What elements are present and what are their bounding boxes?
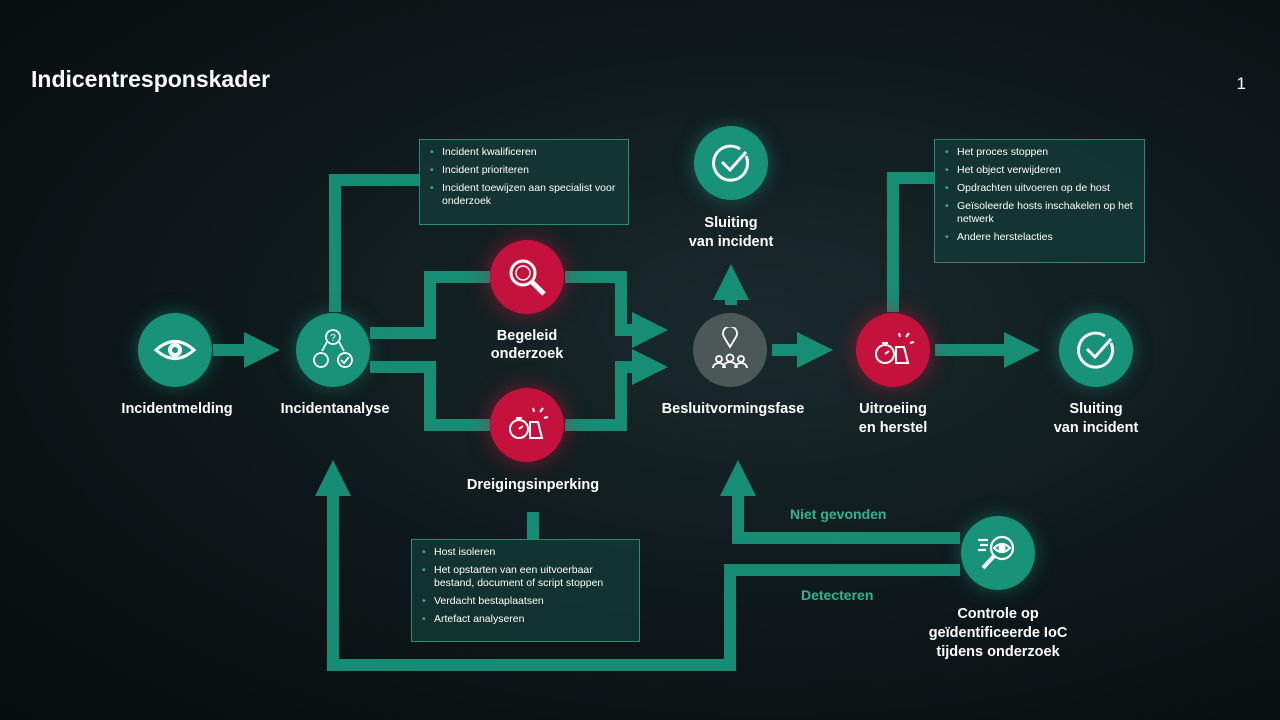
analysis-tasks-box: Incident kwalificeren Incident prioriter… bbox=[419, 139, 629, 225]
ioc-check-label-2: geïdentificeerde IoC bbox=[928, 625, 1068, 641]
svg-text:?: ? bbox=[330, 333, 336, 344]
eradication-label-2: en herstel bbox=[858, 420, 928, 436]
closure-right-label-2: van incident bbox=[1053, 420, 1139, 436]
scan-eye-icon bbox=[978, 535, 1015, 570]
detect-label: Detecteren bbox=[801, 587, 874, 603]
list-item: Host isoleren bbox=[422, 546, 629, 559]
decision-phase-label: Besluitvormingsfase bbox=[661, 401, 805, 417]
guided-investigation-label-1: Begeleid bbox=[496, 328, 558, 344]
list-item: Verdacht bestaplaatsen bbox=[422, 595, 629, 608]
people-pin-icon bbox=[712, 327, 748, 369]
magnifier-icon bbox=[509, 259, 546, 296]
ioc-check-label-1: Controle op bbox=[957, 606, 1039, 622]
threat-containment-node[interactable] bbox=[490, 388, 564, 462]
closure-right-label-1: Sluiting bbox=[1069, 401, 1123, 417]
list-item: Incident toewijzen aan specialist voor o… bbox=[430, 182, 618, 208]
ioc-check-node[interactable] bbox=[961, 516, 1035, 590]
page-number: 1 bbox=[1236, 74, 1246, 93]
page-title: Indicentresponskader bbox=[31, 66, 271, 92]
list-item: Andere herstelacties bbox=[945, 231, 1134, 244]
containment-tasks-box: Host isoleren Het opstarten van een uitv… bbox=[411, 539, 640, 642]
closure-top-label-2: van incident bbox=[688, 234, 774, 250]
guided-investigation-label-2: onderzoek bbox=[490, 346, 564, 362]
list-item: Geïsoleerde hosts inschakelen op het net… bbox=[945, 200, 1134, 226]
eradication-node[interactable] bbox=[856, 313, 930, 387]
eradication-label-1: Uitroeiing bbox=[859, 401, 927, 417]
check-icon bbox=[1077, 331, 1115, 369]
list-item: Opdrachten uitvoeren op de host bbox=[945, 182, 1134, 195]
incident-analysis-node[interactable]: ? bbox=[296, 313, 370, 387]
list-item: Incident prioriteren bbox=[430, 164, 618, 177]
eradication-tasks-box: Het proces stoppen Het object verwijdere… bbox=[934, 139, 1145, 263]
list-item: Incident kwalificeren bbox=[430, 146, 618, 159]
incident-analysis-label: Incidentanalyse bbox=[280, 401, 390, 417]
list-item: Het object verwijderen bbox=[945, 164, 1134, 177]
check-icon bbox=[712, 144, 750, 182]
list-item: Het opstarten van een uitvoerbaar bestan… bbox=[422, 564, 629, 590]
threat-containment-label: Dreigingsinperking bbox=[466, 477, 600, 493]
not-found-label: Niet gevonden bbox=[790, 506, 887, 522]
closure-right-node[interactable] bbox=[1059, 313, 1133, 387]
decision-phase-node[interactable] bbox=[693, 313, 767, 387]
eye-icon bbox=[153, 340, 197, 360]
stopwatch-icon bbox=[875, 332, 915, 364]
list-item: Het proces stoppen bbox=[945, 146, 1134, 159]
closure-top-node[interactable] bbox=[694, 126, 768, 200]
list-item: Artefact analyseren bbox=[422, 613, 629, 626]
analysis-icon: ? bbox=[313, 329, 353, 368]
incident-report-node[interactable] bbox=[138, 313, 212, 387]
closure-top-label-1: Sluiting bbox=[704, 215, 758, 231]
guided-investigation-node[interactable] bbox=[490, 240, 564, 314]
ioc-check-label-3: tijdens onderzoek bbox=[936, 644, 1060, 660]
incident-report-label: Incidentmelding bbox=[121, 401, 233, 417]
stopwatch-icon bbox=[509, 407, 549, 439]
